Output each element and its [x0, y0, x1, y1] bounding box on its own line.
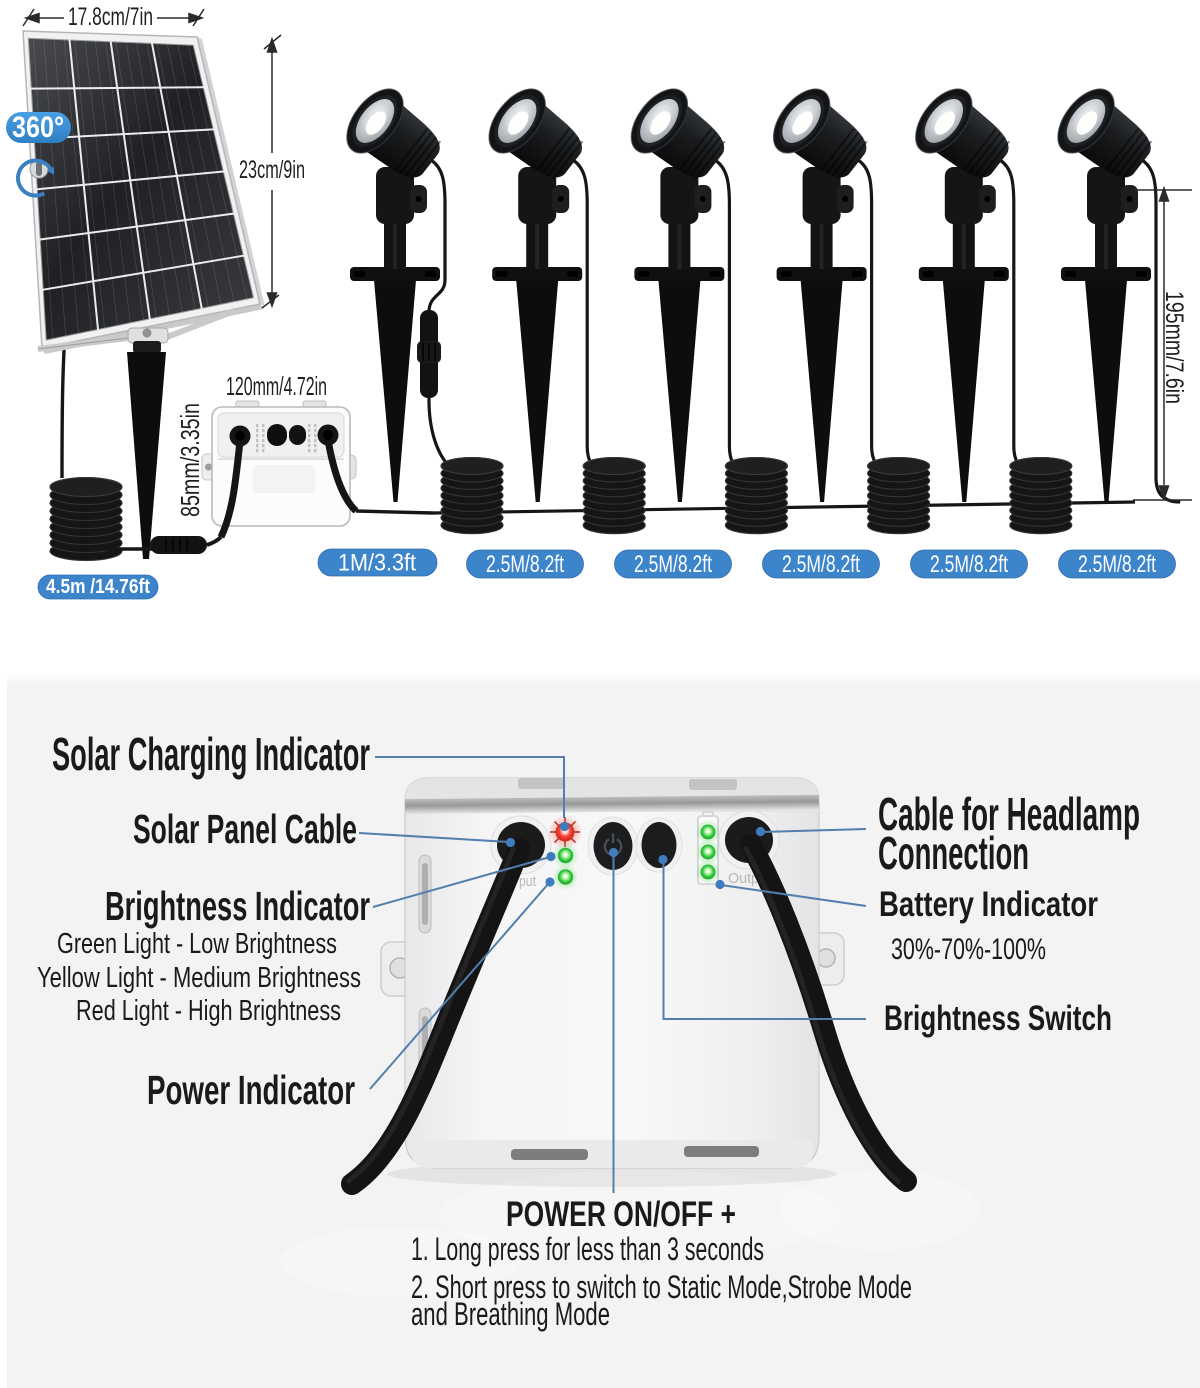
svg-text:120mm/4.72in: 120mm/4.72in	[226, 371, 327, 401]
svg-text:2.5M/8.2ft: 2.5M/8.2ft	[486, 551, 564, 578]
svg-text:85mm/3.35in: 85mm/3.35in	[175, 403, 205, 517]
svg-text:Power Indicator: Power Indicator	[147, 1067, 355, 1113]
svg-text:23cm/9in: 23cm/9in	[239, 156, 305, 184]
svg-text:POWER ON/OFF +: POWER ON/OFF +	[506, 1195, 736, 1234]
svg-text:17.8cm/7in: 17.8cm/7in	[68, 3, 153, 31]
svg-text:Yellow Light - Medium Brightne: Yellow Light - Medium Brightness	[37, 962, 361, 994]
svg-text:2.5M/8.2ft: 2.5M/8.2ft	[930, 551, 1008, 578]
svg-text:4.5m /14.76ft: 4.5m /14.76ft	[46, 576, 150, 598]
svg-text:Green Light - Low Brightness: Green Light - Low Brightness	[57, 928, 337, 960]
svg-text:Red Light - High Brightness: Red Light - High Brightness	[76, 995, 341, 1027]
svg-text:Solar Charging Indicator: Solar Charging Indicator	[52, 728, 370, 780]
svg-text:put: put	[519, 873, 537, 890]
svg-text:1M/3.3ft: 1M/3.3ft	[338, 550, 416, 577]
svg-text:and Breathing Mode: and Breathing Mode	[411, 1296, 610, 1332]
svg-text:2.5M/8.2ft: 2.5M/8.2ft	[1078, 551, 1156, 578]
svg-text:2.5M/8.2ft: 2.5M/8.2ft	[634, 551, 712, 578]
svg-text:Brightness Indicator: Brightness Indicator	[105, 883, 370, 929]
svg-text:30%-70%-100%: 30%-70%-100%	[891, 933, 1046, 966]
svg-text:1. Long press for less than 3: 1. Long press for less than 3 seconds	[411, 1231, 764, 1267]
svg-text:Solar Panel Cable: Solar Panel Cable	[133, 806, 357, 852]
svg-text:195mm/7.6in: 195mm/7.6in	[1160, 291, 1188, 404]
svg-text:2. Short press to switch to St: 2. Short press to switch to Static Mode,…	[411, 1269, 912, 1305]
svg-text:360°: 360°	[12, 111, 64, 144]
svg-text:Connection: Connection	[878, 827, 1029, 879]
svg-text:Battery Indicator: Battery Indicator	[879, 885, 1098, 924]
svg-text:Outp: Outp	[728, 870, 759, 887]
svg-text:Brightness Switch: Brightness Switch	[884, 999, 1112, 1038]
svg-text:2.5M/8.2ft: 2.5M/8.2ft	[782, 551, 860, 578]
svg-text:Cable for Headlamp: Cable for Headlamp	[878, 788, 1140, 840]
